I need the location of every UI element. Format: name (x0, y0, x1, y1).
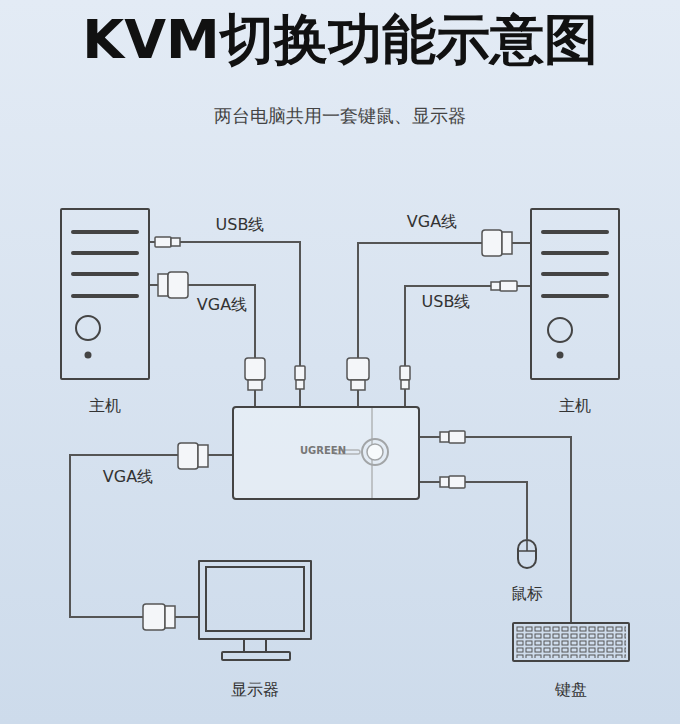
vga-plug (198, 445, 208, 467)
cable (150, 285, 255, 406)
cable-label: VGA线 (407, 212, 457, 233)
usb-plug (440, 432, 449, 442)
vga-plug (178, 443, 198, 469)
pc-tower: 主机 (530, 208, 620, 380)
tower-stripes (73, 232, 607, 296)
usb-plug (171, 238, 180, 246)
usb-plug (440, 477, 449, 487)
subtitle: 两台电脑共用一套键鼠、显示器 (214, 104, 466, 128)
brand-label: UGREEN (300, 445, 346, 456)
vga-plug (245, 358, 265, 380)
mouse-button (526, 541, 528, 551)
power-led (85, 352, 92, 359)
usb-plug (491, 282, 500, 290)
tower-stripes (543, 294, 607, 298)
monitor-stand (206, 567, 304, 660)
cable (420, 437, 571, 622)
cable-label: VGA线 (197, 295, 247, 316)
device-label: 主机 (89, 396, 121, 417)
monitor-stand (206, 567, 304, 631)
monitor-stand (244, 640, 266, 652)
keyboard: 键盘 (512, 622, 630, 662)
usb-plug (400, 366, 410, 380)
mouse-button (518, 541, 536, 551)
usb-plug (449, 431, 465, 443)
usb-plug (449, 476, 465, 488)
vga-plug (248, 380, 262, 390)
kvm-switch: UGREEN (232, 406, 420, 500)
cable (70, 455, 232, 617)
monitor-stand (222, 652, 290, 660)
tower-stripes (543, 272, 607, 276)
vga-plug (143, 604, 165, 630)
cable-label: VGA线 (103, 467, 153, 488)
tower-stripes (73, 294, 137, 298)
device-label: 显示器 (231, 680, 279, 701)
vga-plug (158, 274, 168, 296)
vga-plug (347, 358, 369, 380)
usb-plug (155, 237, 171, 247)
cable (420, 482, 527, 539)
cable (150, 242, 300, 406)
device-label: 鼠标 (511, 584, 543, 605)
vga-plug (168, 272, 188, 298)
vga-plug (165, 606, 175, 628)
vga-plug (482, 230, 502, 256)
usb-plug (296, 380, 304, 389)
power-button (76, 316, 572, 342)
power-button (76, 316, 100, 340)
power-button (548, 318, 572, 342)
tower-stripes (543, 251, 607, 255)
power-led (557, 352, 564, 359)
pc-tower: 主机 (60, 208, 150, 380)
mouse: 鼠标 (517, 539, 537, 569)
usb-plug (295, 366, 305, 380)
mouse-button (518, 550, 536, 552)
cable-label: USB线 (422, 292, 471, 313)
cable (405, 286, 530, 406)
usb-plug (401, 380, 409, 389)
diagram-title: KVM切换功能示意图 (82, 4, 597, 77)
power-led (85, 352, 564, 359)
tower-stripes (543, 230, 607, 234)
device-label: 主机 (559, 396, 591, 417)
monitor: 显示器 (198, 560, 312, 640)
tower-stripes (73, 272, 137, 276)
device-label: 键盘 (555, 680, 587, 701)
usb-plug (500, 281, 517, 291)
vga-plug (351, 380, 365, 390)
tower-stripes (73, 230, 137, 234)
usb-plug (155, 237, 517, 488)
keyboard-keys (516, 626, 626, 658)
cable-label: USB线 (216, 215, 265, 236)
vga-plug (502, 232, 512, 254)
tower-stripes (73, 251, 137, 255)
cable (358, 243, 530, 406)
